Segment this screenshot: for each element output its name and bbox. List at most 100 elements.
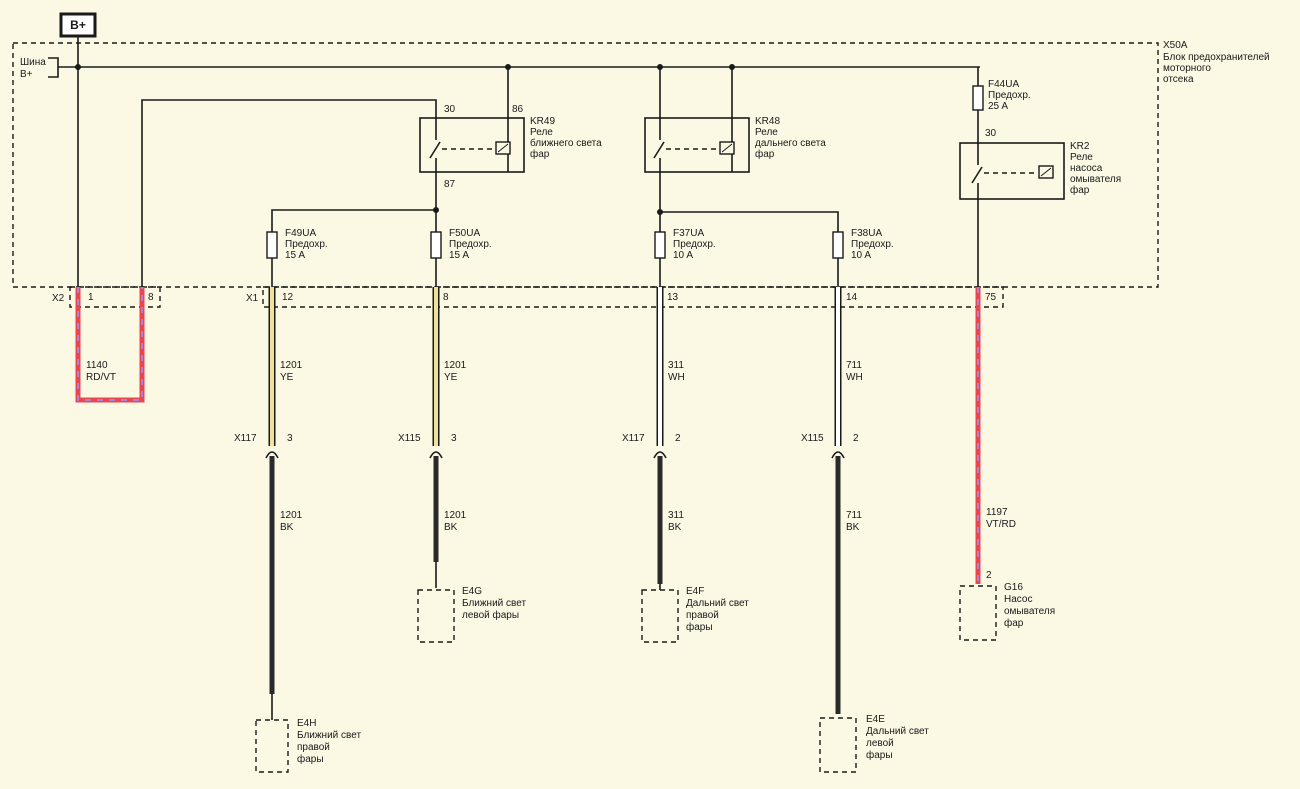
x2-pin-1: 1 (88, 292, 94, 303)
f50ua-id: F50UA (449, 228, 480, 239)
component-e4e (819, 717, 857, 773)
g16-desc-1: Насос (1004, 594, 1032, 605)
f49ua-label: Предохр. (285, 239, 328, 250)
x1-label: X1 (246, 293, 259, 304)
bus-bracket (48, 57, 59, 78)
wire-311-wh-color: WH (668, 372, 685, 383)
f44ua-id: F44UA (988, 79, 1019, 90)
e4h-id: E4H (297, 718, 316, 729)
connector-x1 (262, 286, 1004, 308)
e4f-desc-3: фары (686, 621, 713, 633)
g16-desc-3: фар (1004, 617, 1024, 629)
wire-1140-circuit: 1140 (86, 360, 108, 371)
wire-1201-ye-left-circuit: 1201 (444, 360, 467, 371)
wire-711-bk-color: BK (846, 522, 860, 533)
fuse-block-id: X50A (1163, 40, 1188, 51)
g16-pin-2: 2 (986, 570, 992, 581)
wire-1140-color: RD/VT (86, 372, 116, 383)
kr2-pin-30: 30 (985, 128, 997, 139)
e4e-desc-1: Дальний свет (866, 726, 929, 737)
fuse-block-name-1: Блок предохранителей (1163, 52, 1270, 63)
f49ua-id: F49UA (285, 228, 316, 239)
fuse-f37ua (654, 231, 666, 259)
wire-1201-bk-right-color: BK (280, 522, 294, 533)
kr49-desc-3: фар (530, 148, 550, 160)
x117-label-b: X117 (622, 433, 645, 444)
kr2-desc-2: насоса (1070, 163, 1103, 174)
wire-1201-bk-left-circuit: 1201 (444, 510, 467, 521)
kr49-pin-87: 87 (444, 179, 456, 190)
f50ua-rating: 15 A (449, 250, 469, 261)
e4e-desc-3: фары (866, 749, 893, 761)
relay-kr2 (959, 142, 1065, 200)
bus-junction (75, 64, 81, 70)
bus-label-1: Шина (20, 57, 46, 68)
f50ua-label: Предохр. (449, 239, 492, 250)
f49ua-rating: 15 A (285, 250, 305, 261)
relay-kr48 (644, 117, 750, 173)
fuse-f50ua (430, 231, 442, 259)
x2-pin-8: 8 (148, 292, 154, 303)
e4g-id: E4G (462, 586, 482, 597)
kr49-pin-86: 86 (512, 104, 524, 115)
wire-311-bk-color: BK (668, 522, 682, 533)
x1-pin-12: 12 (282, 292, 294, 303)
g16-id: G16 (1004, 582, 1023, 593)
g16-desc-2: омывателя (1004, 606, 1055, 617)
wire-311-bk-circuit: 311 (668, 510, 684, 521)
e4g-desc-2: левой фары (462, 609, 519, 621)
e4h-desc-1: Ближний свет (297, 730, 361, 741)
f38ua-id: F38UA (851, 228, 882, 239)
fuse-f44ua (972, 85, 984, 111)
kr48-desc-3: фар (755, 148, 775, 160)
f44ua-label: Предохр. (988, 90, 1031, 101)
wire-1140 (75, 287, 145, 403)
kr49-feed-wire (141, 99, 437, 287)
wire-311-wh-circuit: 311 (668, 360, 684, 371)
f44ua-rating: 25 A (988, 101, 1008, 112)
e4f-desc-1: Дальний свет (686, 598, 749, 609)
wire-1197-circuit: 1197 (986, 507, 1008, 518)
kr49-desc-1: Реле (530, 127, 553, 138)
supply-label: B+ (70, 18, 86, 32)
x115-pin-2: 2 (853, 433, 859, 444)
wire-1201-ye-left-color: YE (444, 372, 458, 383)
x1-pin-14: 14 (846, 292, 858, 303)
x1-pin-13: 13 (667, 292, 679, 303)
component-e4g (417, 589, 455, 643)
x1-pin-75: 75 (985, 292, 997, 303)
wire-1201-bk-right-circuit: 1201 (280, 510, 303, 521)
fuse-f49ua (266, 231, 278, 259)
relay-kr49 (419, 117, 525, 173)
x117-pin-2: 2 (675, 433, 681, 444)
kr48-id: KR48 (755, 116, 780, 127)
connector-x2 (69, 286, 161, 308)
kr49-desc-2: ближнего света (530, 137, 602, 149)
x115-pin-3: 3 (451, 433, 457, 444)
fuse-block-outline (12, 42, 1159, 288)
component-e4h (255, 719, 289, 773)
kr2-desc-3: омывателя (1070, 174, 1121, 185)
fuse-block-name-3: отсека (1163, 74, 1194, 85)
e4h-desc-2: правой (297, 742, 330, 753)
x2-label: X2 (52, 293, 65, 304)
wire-711-bk-circuit: 711 (846, 510, 862, 521)
wire-1201-bk-left-color: BK (444, 522, 458, 533)
kr49-junction (505, 64, 511, 70)
x117-pin-3: 3 (287, 433, 293, 444)
wire-1201-ye-right-color: YE (280, 372, 294, 383)
f37ua-rating: 10 A (673, 250, 693, 261)
bus-label-2: B+ (20, 69, 33, 80)
kr2-id: KR2 (1070, 141, 1090, 152)
kr49-id: KR49 (530, 116, 555, 127)
f37ua-id: F37UA (673, 228, 704, 239)
wire-711-wh-circuit: 711 (846, 360, 862, 371)
component-g16 (959, 585, 997, 641)
e4e-desc-2: левой (866, 738, 894, 749)
e4f-desc-2: правой (686, 610, 719, 621)
f38ua-label: Предохр. (851, 239, 894, 250)
fuse-f38ua (832, 231, 844, 259)
e4g-desc-1: Ближний свет (462, 598, 526, 609)
e4h-desc-3: фары (297, 753, 324, 765)
